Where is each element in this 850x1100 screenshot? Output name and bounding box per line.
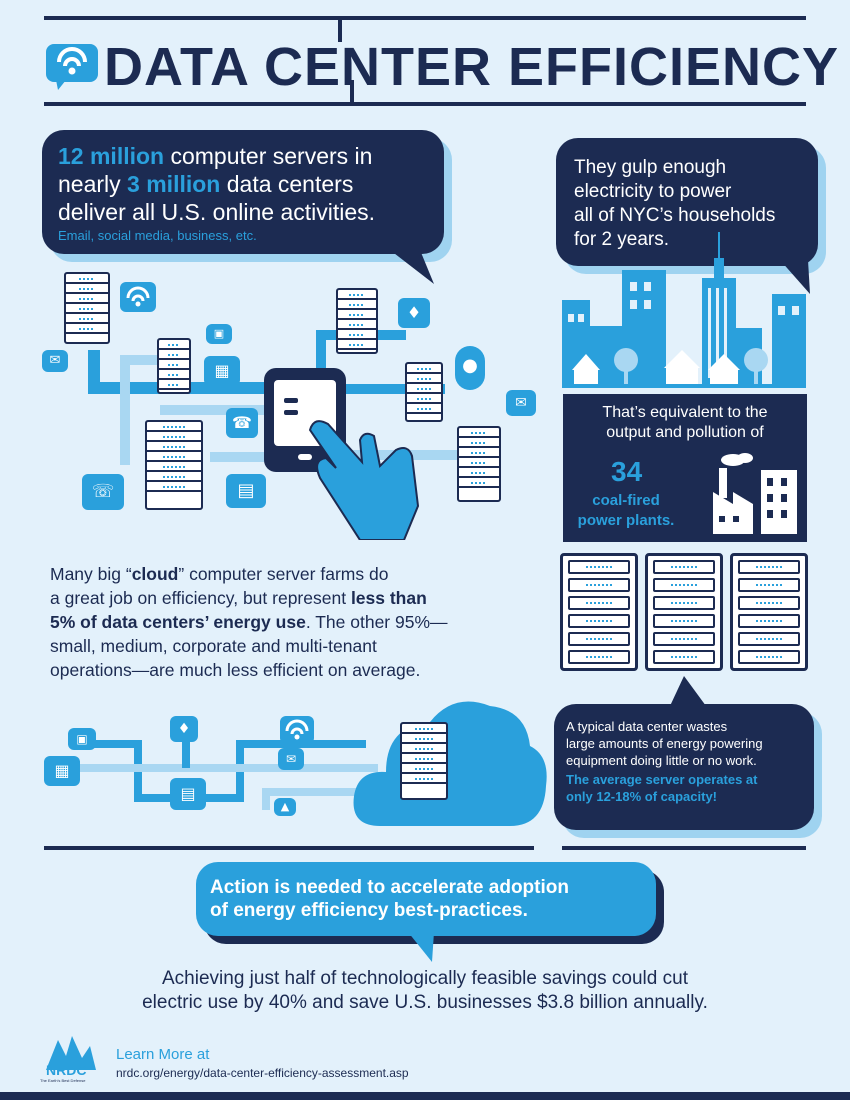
wifi-icon	[280, 716, 314, 744]
network-pipe	[316, 330, 326, 390]
chat-icon: ☏	[82, 474, 124, 510]
nyc-line-4: for 2 years.	[574, 229, 670, 250]
title-tick	[338, 16, 342, 42]
waste-bubble: A typical data center wastes large amoun…	[554, 704, 814, 830]
page-title: DATA CENTER EFFICIENCY	[104, 37, 839, 97]
network-pipe	[182, 740, 190, 768]
savings-line-2: electric use by 40% and save U.S. busine…	[142, 992, 708, 1013]
hand-pointer	[308, 420, 420, 540]
envelope-icon: ✉	[506, 390, 536, 416]
envelope-icon: ✉	[42, 350, 68, 372]
action-bubble: Action is needed to accelerate adoption …	[196, 862, 656, 936]
location-pin-icon: ●	[455, 346, 485, 390]
server-rack	[145, 420, 203, 510]
id-card-icon: ▣	[206, 324, 232, 344]
server-rack	[400, 722, 448, 800]
network-pipe-light	[120, 355, 130, 465]
action-line-2: of energy efficiency best-practices.	[210, 900, 528, 921]
title-tick	[350, 80, 354, 104]
wifi-chat-icon	[46, 44, 98, 90]
id-card-icon: ▣	[68, 728, 96, 750]
server-rack	[336, 288, 378, 354]
footer-bar	[0, 1092, 850, 1100]
bird-icon: ♦	[170, 716, 198, 742]
intro-bubble-tail	[390, 250, 434, 284]
coal-label-1: coal-fired	[592, 492, 660, 509]
server-rack-large	[645, 553, 723, 671]
document-chat-icon: ▤	[226, 474, 266, 508]
waste-highlight-1: The average server operates at	[566, 772, 758, 787]
wifi-icon	[120, 282, 156, 312]
network-pipe-light	[262, 788, 270, 810]
nrdc-logo-mark	[46, 1036, 96, 1070]
header-top-rule	[44, 16, 806, 20]
bird-icon: ♦	[398, 298, 430, 328]
document-chat-icon: ▤	[170, 778, 206, 810]
action-line-1: Action is needed to accelerate adoption	[210, 877, 569, 898]
server-rack	[157, 338, 191, 394]
network-pipe-light	[120, 355, 180, 365]
network-pipe-light	[160, 405, 270, 415]
cloud-line-5: operations—are much less efficient on av…	[50, 660, 421, 680]
nrdc-tagline: The Earth's Best Defense	[40, 1078, 86, 1083]
cloud-line-3: 5% of data centers’ energy use. The othe…	[50, 612, 448, 632]
network-pipe-light	[210, 452, 270, 462]
coal-label-2: power plants.	[577, 512, 675, 529]
coal-line-1: That’s equivalent to the	[602, 404, 768, 421]
cloud-paragraph: Many big “cloud” computer server farms d…	[50, 562, 530, 682]
waste-line-1: A typical data center wastes	[566, 719, 728, 734]
action-bubble-tail	[408, 932, 434, 962]
waste-bubble-tail	[670, 676, 706, 706]
coal-panel: That’s equivalent to the output and poll…	[563, 394, 807, 542]
nyc-line-3: all of NYC’s households	[574, 205, 776, 226]
network-pipe-light	[78, 764, 378, 772]
network-pipe	[88, 350, 100, 390]
header-bottom-rule	[44, 102, 806, 106]
nyc-line-1: They gulp enough	[574, 157, 727, 178]
server-rack	[64, 272, 110, 344]
learn-more-link[interactable]: nrdc.org/energy/data-center-efficiency-a…	[116, 1066, 409, 1080]
savings-line-1: Achieving just half of technologically f…	[162, 968, 688, 989]
calendar-icon: ▦	[44, 756, 80, 786]
phone-icon: ☎	[226, 408, 258, 438]
coal-number: 34	[611, 456, 643, 487]
cloud-line-1: Many big “cloud” computer server farms d…	[50, 564, 389, 584]
network-pipe-light	[262, 788, 372, 796]
waste-line-2: large amounts of energy powering	[566, 736, 763, 751]
divider	[44, 846, 534, 850]
network-pipe	[325, 384, 445, 394]
network-pipe	[88, 740, 136, 748]
server-rack	[405, 362, 443, 422]
city-skyline	[562, 232, 806, 388]
tablet-line	[284, 398, 298, 403]
nyc-bubble: They gulp enough electricity to power al…	[556, 138, 818, 266]
network-pipe	[236, 740, 366, 748]
factory-icon	[713, 453, 797, 534]
envelope-icon: ✉	[278, 748, 304, 770]
intro-sub: Email, social media, business, etc.	[58, 228, 257, 243]
nyc-line-2: electricity to power	[574, 181, 732, 202]
calendar-icon: ▦	[204, 356, 240, 386]
waste-highlight-2: only 12-18% of capacity!	[566, 789, 717, 804]
coal-line-2: output and pollution of	[606, 424, 764, 441]
intro-line-2: nearly 3 million data centers	[58, 171, 354, 197]
divider	[562, 846, 806, 850]
graduation-cap-icon: ▲	[274, 798, 296, 816]
intro-bubble: 12 million computer servers in nearly 3 …	[42, 130, 444, 254]
tablet-home-button	[298, 454, 312, 460]
intro-line-3: deliver all U.S. online activities.	[58, 199, 376, 225]
nrdc-logo-text: NRDC	[46, 1062, 87, 1078]
nrdc-logo: NRDC The Earth's Best Defense	[40, 1034, 100, 1088]
cloud-line-2: a great job on efficiency, but represent…	[50, 588, 427, 608]
cloud-line-4: small, medium, corporate and multi-tenan…	[50, 636, 377, 656]
nyc-bubble-tail	[780, 260, 810, 294]
tablet-line	[284, 410, 298, 415]
cloud-icon	[353, 701, 547, 826]
server-rack-large	[560, 553, 638, 671]
waste-line-3: equipment doing little or no work.	[566, 753, 757, 768]
intro-line-1: 12 million computer servers in	[58, 143, 373, 169]
server-rack	[457, 426, 501, 502]
server-rack-large	[730, 553, 808, 671]
learn-more-label: Learn More at	[116, 1046, 210, 1063]
